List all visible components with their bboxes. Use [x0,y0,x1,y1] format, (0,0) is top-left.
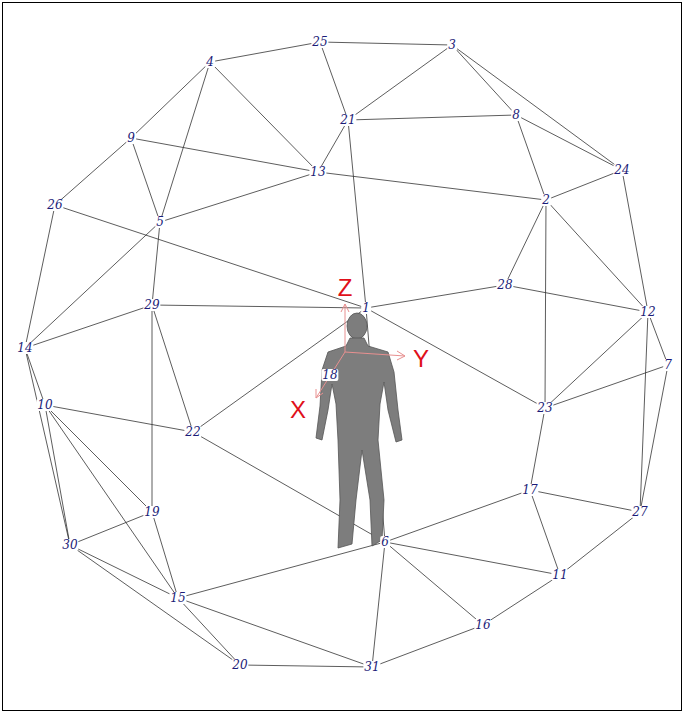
callout-number: 14 [16,342,33,354]
callout-number: 5 [155,216,165,228]
wire-mesh [25,42,668,667]
callout-number: 17 [521,484,538,496]
callout-number: 16 [474,619,491,631]
callout-number: 20 [231,659,248,671]
axis-label: X [290,398,306,422]
callout-number: 1 [361,302,371,314]
callout-number: 31 [363,661,380,673]
callout-number: 7 [663,359,673,371]
callout-number: 8 [511,109,521,121]
callout-number: 30 [61,539,78,551]
callout-number: 22 [184,426,201,438]
callout-number: 24 [613,164,630,176]
callout-number: 27 [631,506,648,518]
callout-number: 12 [639,306,656,318]
callout-number: 6 [380,536,390,548]
callout-number: 28 [496,279,513,291]
callout-number: 25 [311,36,328,48]
callout-number: 11 [551,569,568,581]
callout-number: 26 [46,199,63,211]
callout-number: 18 [321,369,338,381]
axis-label: Y [413,347,429,371]
callout-number: 19 [143,506,160,518]
callout-number: 29 [143,299,160,311]
callout-number: 4 [205,56,215,68]
callout-number: 15 [169,592,186,604]
callout-number: 3 [447,39,457,51]
callout-number: 23 [536,402,553,414]
callout-number: 9 [126,132,136,144]
callout-number: 10 [36,399,53,411]
axis-label: Z [338,276,353,300]
callout-number: 21 [339,114,356,126]
callout-number: 2 [541,194,551,206]
axes [316,304,405,398]
callout-number: 13 [309,166,326,178]
human-figure [316,313,402,548]
